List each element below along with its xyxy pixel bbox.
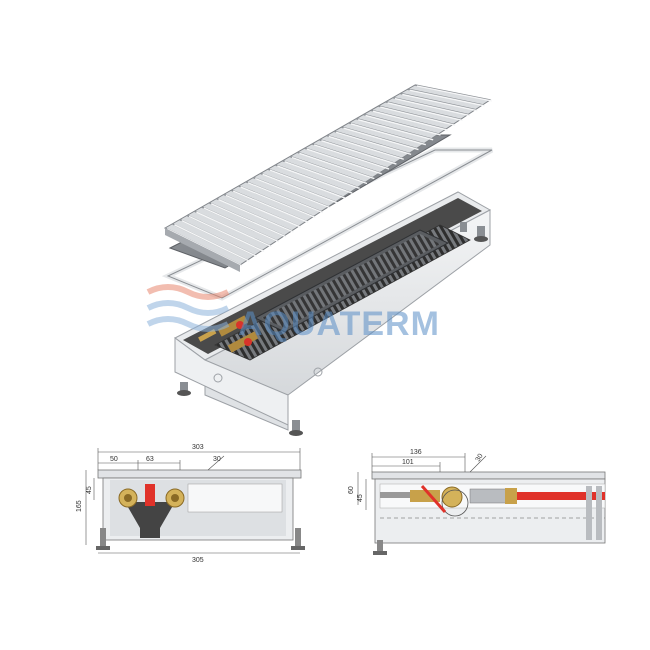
front-section-view: 303 50 63 30 305 165 45: [76, 444, 305, 564]
convector-3d-illustration: [161, 84, 494, 436]
foot: [289, 430, 303, 436]
grille-bar-highlight: [394, 97, 471, 117]
front-valve-inner: [124, 494, 132, 502]
grille-bar-highlight: [372, 110, 449, 131]
front-foot: [291, 546, 305, 550]
trench-left-face: [174, 337, 289, 426]
side-heating-pipe: [515, 492, 605, 500]
front-dim-top: 45: [86, 486, 93, 494]
side-dim-height: 60: [348, 486, 355, 494]
watermark-text: AQUATERM: [238, 305, 440, 343]
side-dim-inner: 101: [402, 459, 414, 466]
end-opening: [213, 373, 223, 383]
side-fitting: [505, 488, 517, 504]
grille-bar-highlight: [284, 161, 360, 190]
side-flex-hose: [469, 488, 507, 504]
front-dim-mid: 63: [146, 456, 154, 463]
front-dim-angle: 30: [213, 456, 221, 463]
side-valve: [441, 486, 463, 508]
grille-bar-highlight: [277, 165, 353, 194]
side-foot: [377, 540, 383, 552]
grille-bar-highlight: [328, 135, 404, 160]
pipe-connector: [217, 315, 249, 337]
front-valve-inner: [171, 494, 179, 502]
grille-bar-highlight: [343, 127, 419, 151]
grille-bar-highlight: [387, 102, 463, 122]
side-foot: [373, 551, 387, 555]
pipe-connector: [227, 331, 259, 353]
grille-bar-highlight: [203, 207, 280, 243]
grille-bar-highlight: [232, 190, 309, 223]
grille-bar-highlight: [262, 173, 338, 204]
linear-grille-top: [163, 84, 493, 272]
side-connector: [380, 492, 410, 498]
front-dim-total: 303: [192, 444, 204, 451]
front-exchanger: [187, 483, 283, 513]
side-valve-ring: [441, 489, 469, 517]
watermark-wave: [146, 300, 230, 316]
foot: [180, 382, 188, 392]
valve-red: [244, 338, 252, 346]
side-end-detail: [596, 486, 602, 540]
front-foot: [100, 528, 106, 548]
grille-bar-highlight: [380, 106, 456, 126]
front-deflector: [125, 502, 175, 538]
grille-bar-highlight: [365, 114, 441, 136]
grille-bar-highlight: [306, 148, 382, 175]
watermark-wave: [146, 284, 230, 300]
side-dim-total: 136: [410, 449, 422, 456]
grille-bar-highlight: [218, 198, 294, 233]
front-dim-height: 165: [76, 500, 83, 512]
watermark: AQUATERM: [146, 284, 440, 343]
grille-bars: [164, 84, 493, 267]
grille-bar-highlight: [416, 85, 493, 102]
grille-bar-highlight: [299, 152, 375, 180]
grille-bar-highlight: [409, 89, 485, 107]
grille-bar-highlight: [254, 177, 331, 209]
grille-bar-highlight: [335, 131, 412, 156]
grille-bar-highlight: [313, 144, 390, 170]
grille-bar-highlight: [321, 140, 397, 165]
grille-bar-highlight: [181, 219, 258, 257]
side-dim-angle: 30: [475, 453, 485, 463]
grille-bar-highlight: [247, 182, 324, 214]
front-dim-bottom: 305: [192, 557, 204, 564]
side-grille: [371, 471, 606, 480]
grille-bar-highlight: [402, 93, 478, 112]
grille-bar-highlight: [210, 203, 287, 238]
pipe-fittings: [198, 315, 259, 353]
foot: [477, 226, 485, 238]
valve-red: [236, 321, 244, 329]
grille-bar-highlight: [188, 215, 265, 253]
foot: [460, 222, 467, 232]
grille-bar-highlight: [350, 123, 427, 146]
end-opening: [313, 367, 323, 377]
grille-bar-highlight: [196, 211, 272, 248]
watermark-wave: [146, 316, 230, 332]
grille-bar-highlight: [357, 118, 434, 141]
foot: [177, 390, 191, 396]
front-foot: [295, 528, 301, 548]
inner-grille: [253, 229, 450, 333]
front-grille: [97, 469, 302, 479]
grille-bar-highlight: [269, 169, 346, 199]
grille-bar-highlight: [225, 194, 302, 228]
front-valve-red: [145, 484, 155, 506]
front-foot: [96, 546, 110, 550]
side-end-detail: [586, 486, 592, 540]
grille-bar-highlight: [240, 186, 316, 219]
front-dim-left: 50: [110, 456, 118, 463]
pipe: [198, 329, 217, 342]
grille-bar-highlight: [174, 224, 250, 262]
side-section-view: 136 101 30 60 45: [348, 449, 606, 555]
side-dim-top: 45: [357, 494, 364, 502]
side-valve-handle: [420, 485, 447, 513]
grille-top-edge: [165, 228, 240, 272]
grille-bar-highlight: [291, 156, 368, 185]
foot: [474, 236, 488, 242]
foot: [292, 420, 300, 432]
